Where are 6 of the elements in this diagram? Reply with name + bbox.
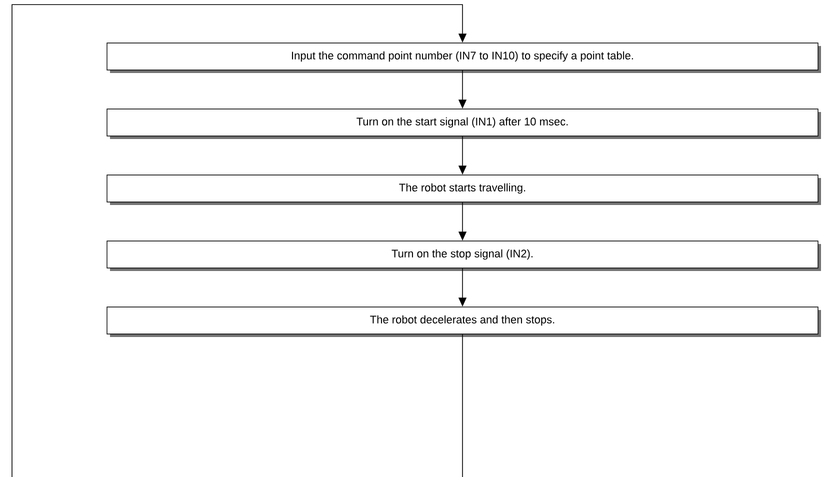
process-box: Turn on the stop signal (IN2). [106,240,821,271]
process-box: Input the command point number (IN7 to IN10) to specify a point table. [106,42,821,73]
arrow [12,4,467,477]
process-box: Turn on the start signal (IN1) after 10 msec. [106,108,821,139]
process-box: The robot starts travelling. [106,174,821,205]
process-box: The robot decelerates and then stops. [106,306,821,337]
